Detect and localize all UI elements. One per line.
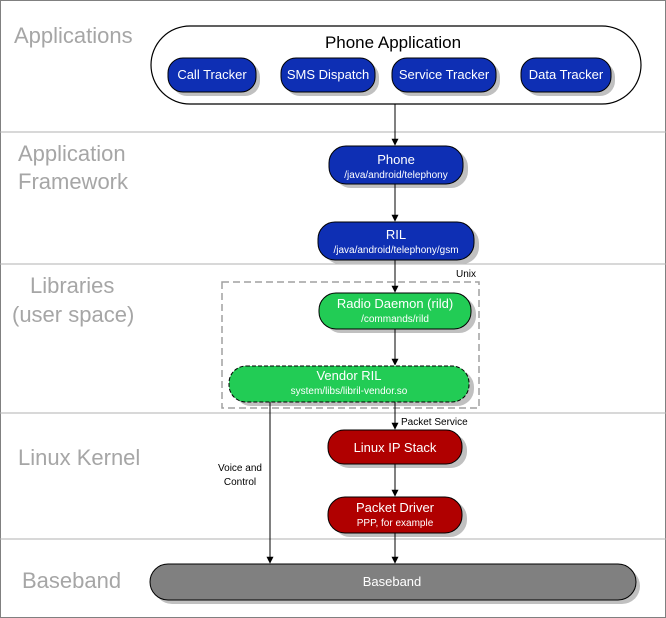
- layer-label-framework-2: Framework: [18, 169, 129, 194]
- module-call-tracker-label: Call Tracker: [177, 67, 247, 82]
- layer-label-kernel: Linux Kernel: [18, 445, 140, 470]
- unix-boundary: [221, 281, 480, 409]
- node-ril-title: RIL: [386, 227, 406, 242]
- node-phone: Phone /java/android/telephony: [328, 145, 468, 188]
- node-ril-sub: /java/android/telephony/gsm: [333, 245, 458, 256]
- node-vendor-ril-sub: system/libs/libril-vendor.so: [291, 386, 408, 397]
- voice-label-2: Control: [224, 477, 256, 488]
- layer-label-framework-1: Application: [18, 141, 126, 166]
- layer-label-libraries-2: (user space): [12, 302, 134, 327]
- layer-label-libraries-1: Libraries: [30, 273, 114, 298]
- layer-label-baseband: Baseband: [22, 568, 121, 593]
- node-ip-stack-title: Linux IP Stack: [354, 440, 437, 455]
- node-rild-sub: /commands/rild: [361, 314, 429, 325]
- node-baseband: Baseband: [149, 563, 640, 604]
- node-rild-title: Radio Daemon (rild): [337, 296, 453, 311]
- module-data-tracker: Data Tracker: [520, 57, 615, 96]
- unix-label: Unix: [456, 269, 476, 280]
- phone-application-title: Phone Application: [325, 33, 461, 52]
- node-ip-stack: Linux IP Stack: [327, 429, 467, 468]
- module-sms-dispatch-label: SMS Dispatch: [287, 67, 369, 82]
- module-service-tracker: Service Tracker: [391, 57, 500, 96]
- node-rild: Radio Daemon (rild) /commands/rild: [318, 292, 476, 333]
- layer-label-applications: Applications: [14, 23, 133, 48]
- node-ril: RIL /java/android/telephony/gsm: [317, 221, 479, 264]
- module-data-tracker-label: Data Tracker: [529, 67, 604, 82]
- node-vendor-ril-title: Vendor RIL: [316, 368, 381, 383]
- node-phone-sub: /java/android/telephony: [344, 170, 447, 181]
- node-packet-driver: Packet Driver PPP, for example: [327, 496, 467, 537]
- voice-label-1: Voice and: [218, 463, 262, 474]
- node-phone-title: Phone: [377, 152, 415, 167]
- node-packet-driver-sub: PPP, for example: [357, 518, 434, 529]
- node-packet-driver-title: Packet Driver: [356, 500, 435, 515]
- node-vendor-ril: Vendor RIL system/libs/libril-vendor.so: [228, 365, 474, 406]
- node-baseband-title: Baseband: [363, 574, 422, 589]
- module-service-tracker-label: Service Tracker: [399, 67, 490, 82]
- packet-service-label: Packet Service: [401, 417, 468, 428]
- module-sms-dispatch: SMS Dispatch: [280, 57, 379, 96]
- module-call-tracker: Call Tracker: [167, 57, 260, 96]
